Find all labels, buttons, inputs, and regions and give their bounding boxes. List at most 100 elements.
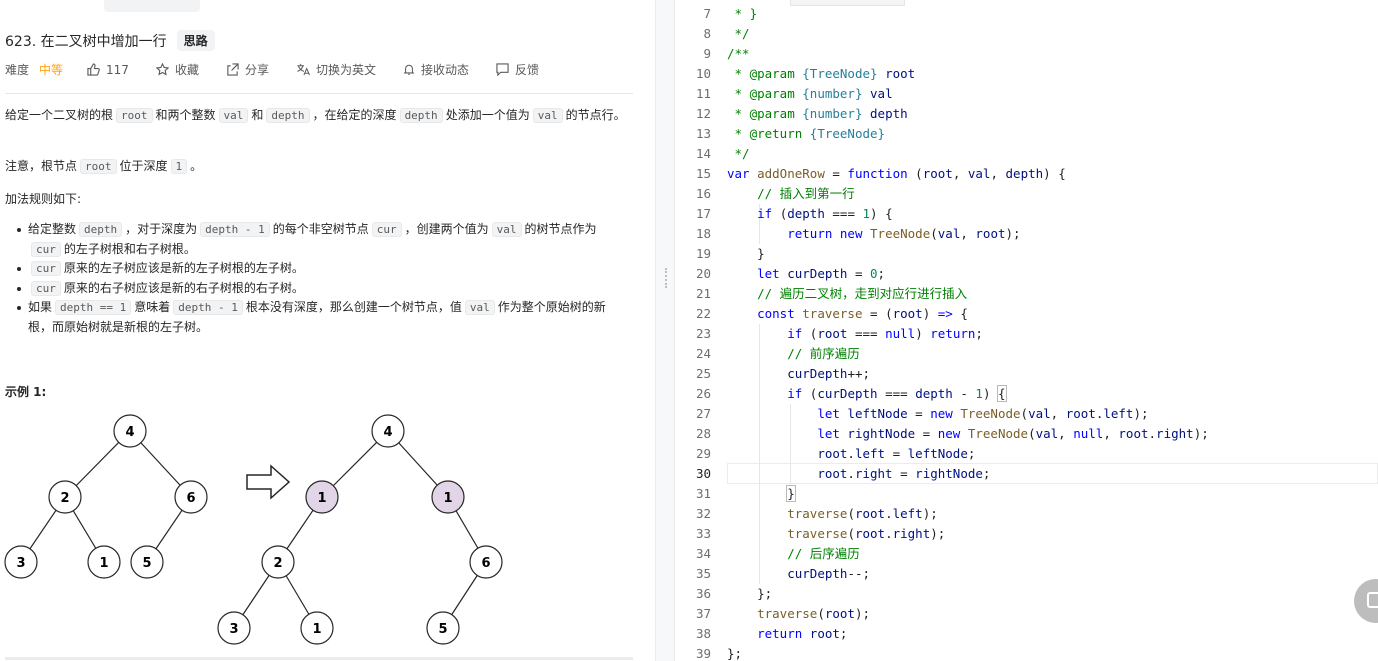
tree-node: 5 [130, 545, 164, 579]
code-line[interactable]: if (root === null) return; [787, 326, 983, 341]
svg-text:1: 1 [443, 491, 452, 506]
svg-text:4: 4 [383, 425, 392, 440]
code-line[interactable]: if (depth === 1) { [757, 206, 893, 221]
tree-node: 2 [261, 545, 295, 579]
code-line[interactable]: // 插入到第一行 [757, 186, 855, 201]
code-line[interactable]: let rightNode = new TreeNode(val, null, … [817, 426, 1209, 441]
line-number: 14 [695, 146, 711, 161]
meta-row: 难度 中等 117 收藏 分享 切换为英文 接收动态 反馈 [5, 61, 566, 78]
code-line[interactable]: traverse(root.left); [787, 506, 938, 521]
code-line[interactable]: * @return {TreeNode} [727, 126, 886, 141]
panel-resizer[interactable] [655, 0, 675, 661]
line-number: 16 [695, 186, 711, 201]
code-line[interactable]: */ [727, 26, 750, 41]
notify-label: 接收动态 [420, 63, 469, 77]
code-line[interactable]: var addOneRow = function (root, val, dep… [727, 166, 1066, 181]
switch-language-button[interactable]: 切换为英文 [296, 61, 376, 78]
line-number: 33 [695, 526, 711, 541]
tree-node: 3 [217, 611, 251, 645]
code-line[interactable]: curDepth--; [787, 566, 871, 581]
line-number: 37 [695, 606, 711, 621]
problem-panel: 623. 在二叉树中增加一行 思路 难度 中等 117 收藏 分享 切换为英文 … [0, 0, 655, 661]
tree-node: 4 [371, 414, 405, 448]
line-number: 25 [695, 366, 711, 381]
svg-text:3: 3 [16, 556, 25, 571]
code-line[interactable]: * @param {TreeNode} root [727, 66, 916, 81]
code-line[interactable]: curDepth++; [787, 366, 871, 381]
code-line[interactable]: // 遍历二叉树，走到对应行进行插入 [757, 286, 968, 301]
code-line[interactable]: if (curDepth === depth - 1) { [787, 385, 1007, 402]
line-number: 31 [695, 486, 711, 501]
tree-node: 6 [469, 545, 503, 579]
code-line[interactable]: let leftNode = new TreeNode(val, root.le… [817, 406, 1149, 421]
svg-text:1: 1 [312, 622, 321, 637]
line-number: 32 [695, 506, 711, 521]
line-number: 8 [703, 26, 711, 41]
line-number: 36 [695, 586, 711, 601]
code-line[interactable]: }; [727, 586, 773, 601]
comment-icon [496, 63, 509, 76]
share-label: 分享 [244, 63, 269, 77]
line-number: 19 [695, 246, 711, 261]
line-number: 9 [703, 46, 711, 61]
hint-tag[interactable]: 思路 [176, 30, 215, 51]
line-number: 21 [695, 286, 711, 301]
code-line[interactable]: const traverse = (root) => { [757, 306, 968, 321]
drag-handle-icon[interactable] [665, 268, 667, 288]
code-line[interactable]: root.right = rightNode; [817, 466, 991, 481]
line-number: 39 [695, 646, 711, 661]
code-line[interactable]: traverse(root); [757, 606, 871, 621]
line-number: 38 [695, 626, 711, 641]
code-line[interactable]: let curDepth = 0; [757, 266, 886, 281]
code-line[interactable]: */ [727, 146, 750, 161]
code-line[interactable]: * @param {number} val [727, 86, 893, 101]
floating-action-button[interactable] [1354, 579, 1378, 623]
code-line[interactable]: // 前序遍历 [787, 346, 860, 361]
line-number: 17 [695, 206, 711, 221]
line-number: 28 [695, 426, 711, 441]
code-line[interactable]: } [727, 246, 765, 261]
code-line[interactable]: traverse(root.right); [787, 526, 946, 541]
line-number: 20 [695, 266, 711, 281]
tree-node: 2 [48, 480, 82, 514]
line-number: 15 [695, 166, 711, 181]
code-line[interactable]: } [786, 485, 796, 502]
code-line[interactable]: * } [727, 6, 758, 21]
notify-button[interactable]: 接收动态 [403, 61, 469, 78]
switch-language-label: 切换为英文 [315, 63, 376, 77]
svg-text:6: 6 [186, 491, 195, 506]
favorite-button[interactable]: 收藏 [155, 61, 199, 78]
svg-text:2: 2 [273, 556, 282, 571]
code-line[interactable]: // 后序遍历 [787, 546, 860, 561]
code-line[interactable]: return new TreeNode(val, root); [787, 226, 1021, 241]
square-icon [1367, 592, 1378, 608]
code-line[interactable]: }; [727, 646, 743, 661]
line-number: 22 [695, 306, 711, 321]
line-number: 35 [695, 566, 711, 581]
code-line[interactable]: root.left = leftNode; [817, 446, 976, 461]
line-number: 18 [695, 226, 711, 241]
code-line[interactable]: return root; [757, 626, 848, 641]
line-number: 26 [695, 386, 711, 401]
like-button[interactable]: 117 [87, 63, 129, 77]
share-button[interactable]: 分享 [226, 61, 269, 78]
example-tree-diagram: 4 2 6 3 1 5 4 1 1 2 6 3 1 5 [4, 414, 503, 645]
svg-text:6: 6 [481, 556, 490, 571]
code-line[interactable]: * @param {number} depth [727, 106, 908, 121]
favorite-label: 收藏 [174, 63, 199, 77]
code-line[interactable]: /** [727, 46, 750, 61]
svg-text:3: 3 [229, 622, 238, 637]
line-number: 7 [703, 6, 711, 21]
svg-text:5: 5 [438, 622, 447, 637]
tree-node: 3 [4, 545, 38, 579]
feedback-button[interactable]: 反馈 [496, 61, 539, 78]
bell-icon [403, 64, 415, 75]
line-number: 29 [695, 446, 711, 461]
arrow-right-icon [246, 464, 291, 500]
tree-node: 4 [113, 414, 147, 448]
tree-node: 6 [174, 480, 208, 514]
